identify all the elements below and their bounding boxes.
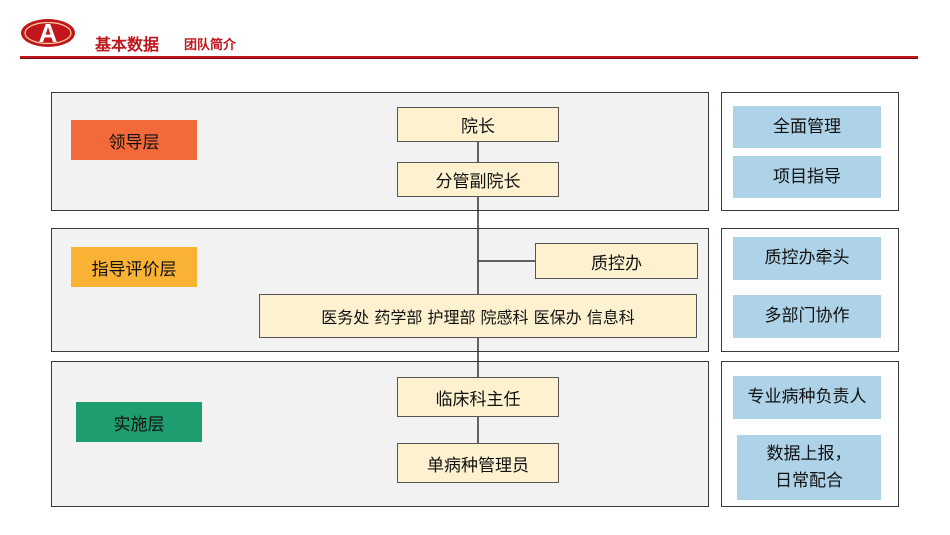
task-project-guidance: 项目指导 xyxy=(733,156,881,198)
guidance-layer-label: 指导评价层 xyxy=(71,247,197,287)
node-vice-president: 分管副院长 xyxy=(397,162,559,197)
implementation-layer-label: 实施层 xyxy=(76,402,202,442)
header-divider-shadow xyxy=(20,58,918,59)
page-subtitle: 团队简介 xyxy=(184,38,237,53)
logo-letter: A xyxy=(38,17,58,48)
logo-badge-icon xyxy=(21,19,75,47)
task-overall-management: 全面管理 xyxy=(733,106,881,148)
leadership-layer-label: 领导层 xyxy=(71,120,197,160)
task-multi-dept-collab: 多部门协作 xyxy=(733,295,881,338)
task-disease-owner: 专业病种负责人 xyxy=(733,376,881,419)
node-quality-control-office: 质控办 xyxy=(535,243,698,279)
node-president: 院长 xyxy=(397,107,559,142)
header-divider xyxy=(20,56,918,58)
logo: A xyxy=(20,18,76,48)
node-departments: 医务处 药学部 护理部 院感科 医保办 信息科 xyxy=(259,294,697,338)
page-title: 基本数据 xyxy=(95,35,160,54)
task-data-reporting-line2: 日常配合 xyxy=(775,470,843,491)
task-qc-lead: 质控办牵头 xyxy=(733,237,881,280)
node-clinical-director: 临床科主任 xyxy=(397,377,559,417)
node-disease-manager: 单病种管理员 xyxy=(397,443,559,483)
task-data-reporting: 数据上报， 日常配合 xyxy=(737,435,881,500)
task-data-reporting-line1: 数据上报， xyxy=(766,443,852,464)
